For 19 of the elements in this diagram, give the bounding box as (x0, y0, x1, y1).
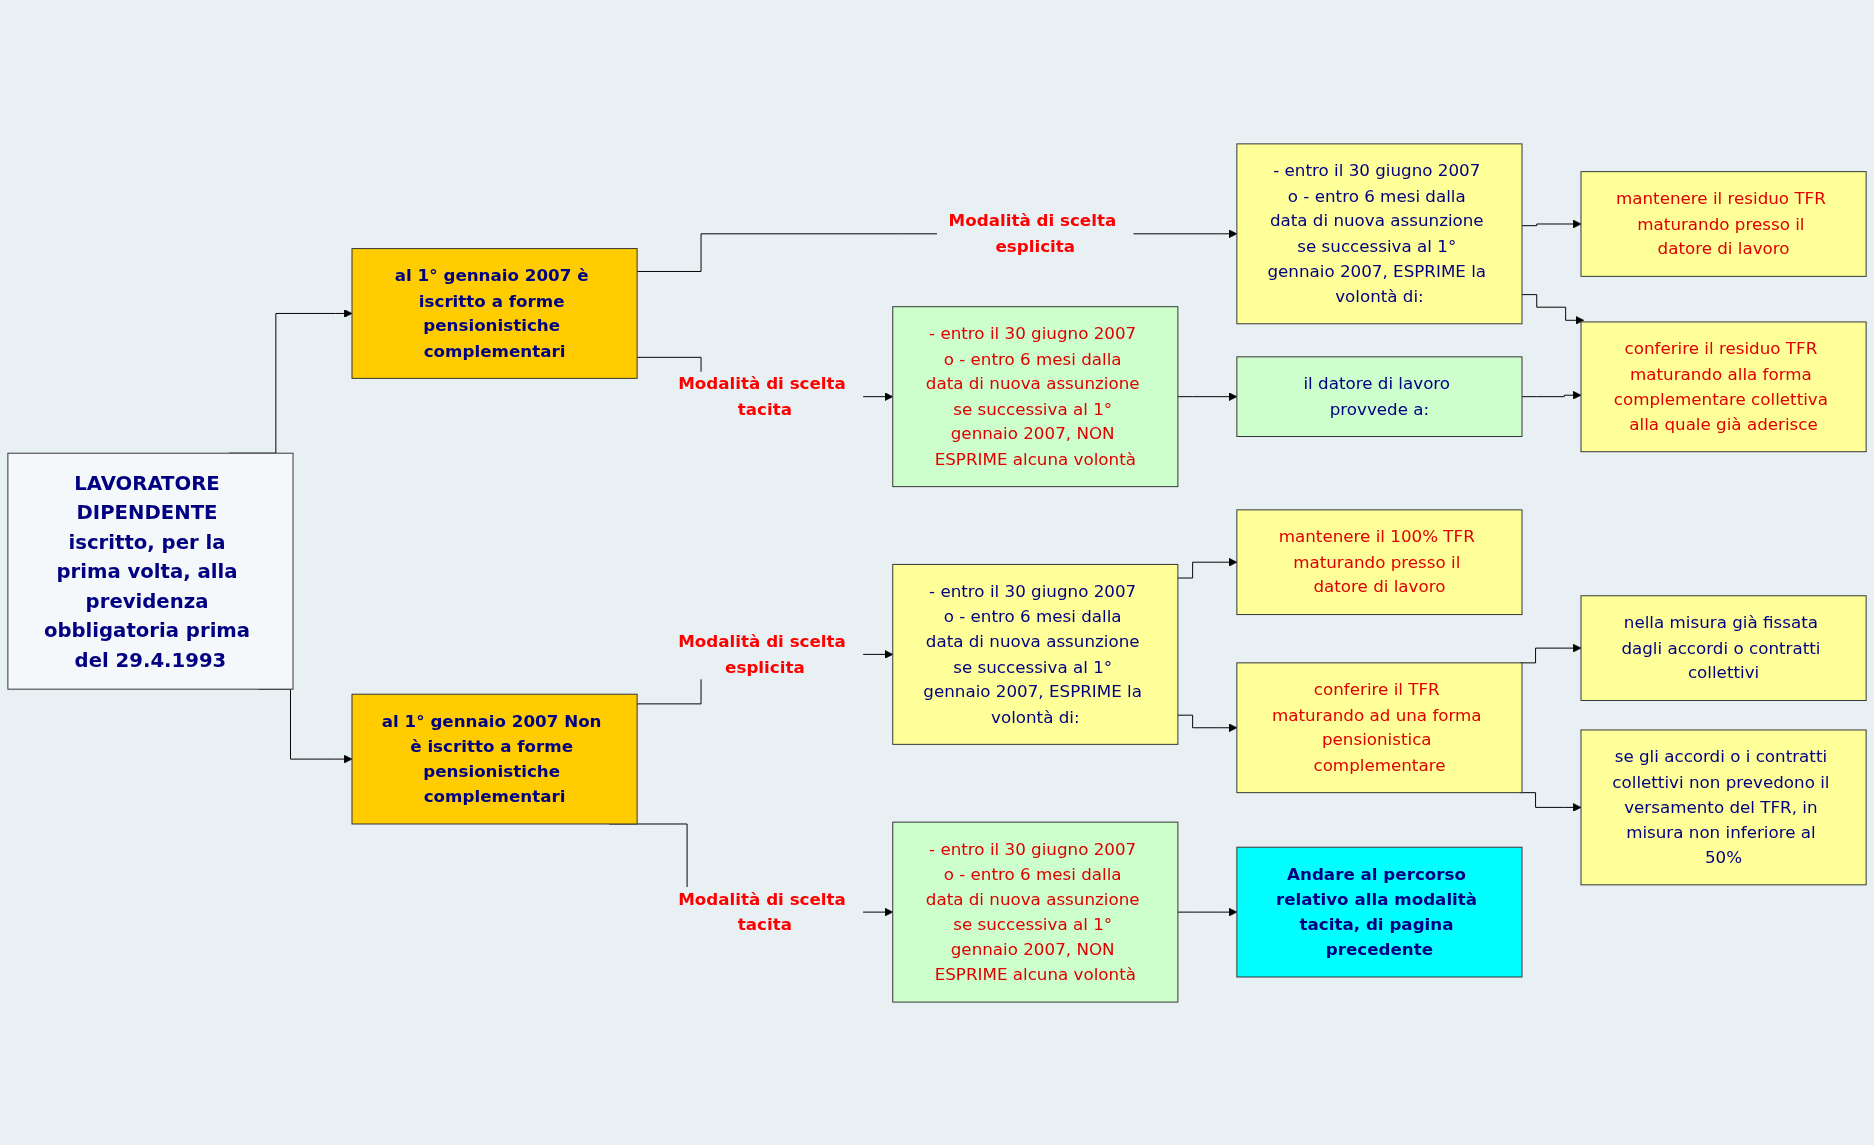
node-box: il datore di lavoro provvede a: (1236, 355, 1523, 437)
edge-label: Modalità di scelta esplicita (948, 210, 1117, 255)
node-box: - entro il 30 giugno 2007 o - entro 6 mesi dalla data di nuova assunzione se successiva al 1° gennaio 2007, ESPRIME la volontà di: (1236, 142, 1523, 324)
edge-label: Modalità di scelta esplicita (678, 630, 846, 676)
node-box: mantenere il residuo TFR maturando presso il datore di lavoro (1580, 170, 1867, 277)
node-box: mantenere il 100% TFR maturando presso il datore di lavoro (1236, 508, 1523, 615)
node-box: Andare al percorso relativo alla modalità tacita, di pagina precedente (1236, 846, 1523, 977)
edge-label: Modalità di scelta tacita (678, 373, 846, 418)
node-box: al 1° gennaio 2007 Non è iscritto a forme pensionistiche complementari (351, 693, 638, 824)
edge-label: Modalità di scelta tacita (678, 888, 846, 934)
node-box: LAVORATORE DIPENDENTE iscritto, per la prima volta, alla previdenza obbligatoria prima del 29.4.1993 (7, 452, 294, 690)
node-box: - entro il 30 giugno 2007 o - entro 6 mesi dalla data di nuova assunzione se successiva al 1° gennaio 2007, NON ESPRIME alcuna volontà (892, 305, 1179, 487)
node-box: nella misura già fissata dagli accordi o contratti collettivi (1580, 594, 1867, 701)
node-box: se gli accordi o i contratti collettivi non prevedono il versamento del TFR, in misura non inferiore al 50% (1580, 729, 1867, 885)
node-box: - entro il 30 giugno 2007 o - entro 6 mesi dalla data di nuova assunzione se successiva al 1° gennaio 2007, NON ESPRIME alcuna volontà (892, 821, 1179, 1003)
node-box: - entro il 30 giugno 2007 o - entro 6 mesi dalla data di nuova assunzione se successiva al 1° gennaio 2007, ESPRIME la volontà di: (892, 563, 1179, 745)
node-box: conferire il residuo TFR maturando alla forma complementare collettiva alla quale già aderisce (1580, 321, 1867, 452)
node-box: al 1° gennaio 2007 è iscritto a forme pensionistiche complementari (351, 247, 638, 379)
node-box: conferire il TFR maturando ad una forma pensionistica complementare (1236, 661, 1523, 793)
